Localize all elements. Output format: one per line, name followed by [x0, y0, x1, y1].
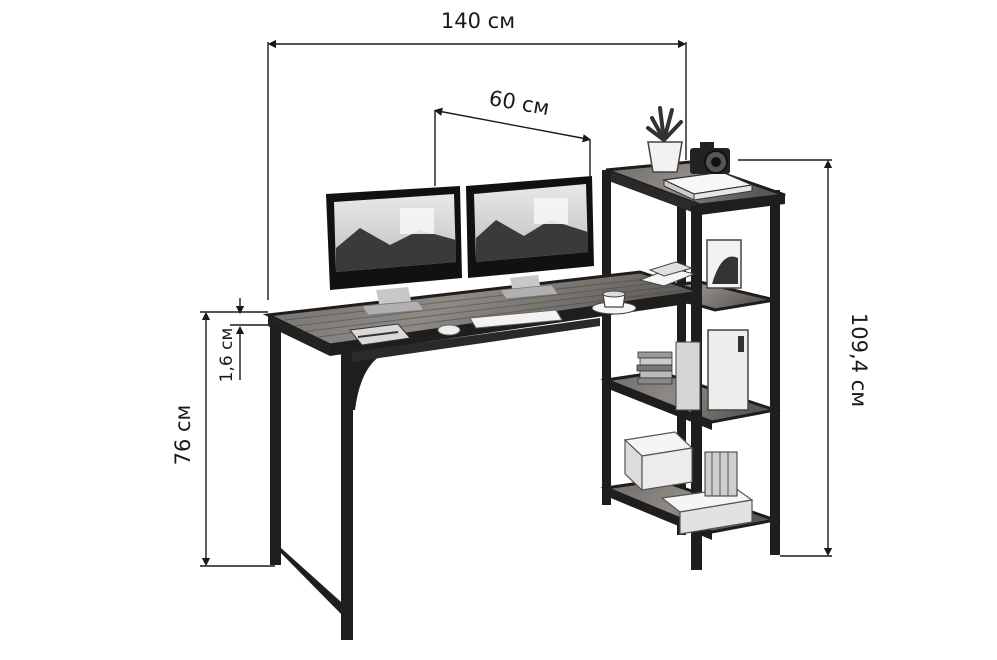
- book-stack: [636, 351, 673, 385]
- storage-boxes: [623, 431, 754, 535]
- open-book: [638, 261, 696, 287]
- total-width-label: 140 см: [441, 9, 515, 33]
- top-depth-label: 60 см: [487, 86, 551, 120]
- keyboard: [469, 309, 563, 329]
- mouse: [437, 324, 461, 336]
- coffee-cup-icon: [591, 290, 637, 315]
- monitor-left: [326, 186, 462, 316]
- plant-icon: [646, 106, 683, 173]
- depth-dimension-line: [433, 107, 592, 143]
- monitor-right: [466, 176, 594, 300]
- top-thickness-label: 1,6 см: [217, 328, 237, 383]
- book-pile-top: [661, 171, 755, 201]
- notebook: [349, 323, 411, 346]
- total-height-label: 109,4 см: [847, 313, 871, 407]
- shelf-unit: [600, 106, 786, 570]
- desk-frame: [270, 318, 600, 640]
- desk-height-label: 76 см: [171, 405, 195, 466]
- camera-icon: [690, 142, 730, 174]
- dimension-lines: [200, 39, 833, 567]
